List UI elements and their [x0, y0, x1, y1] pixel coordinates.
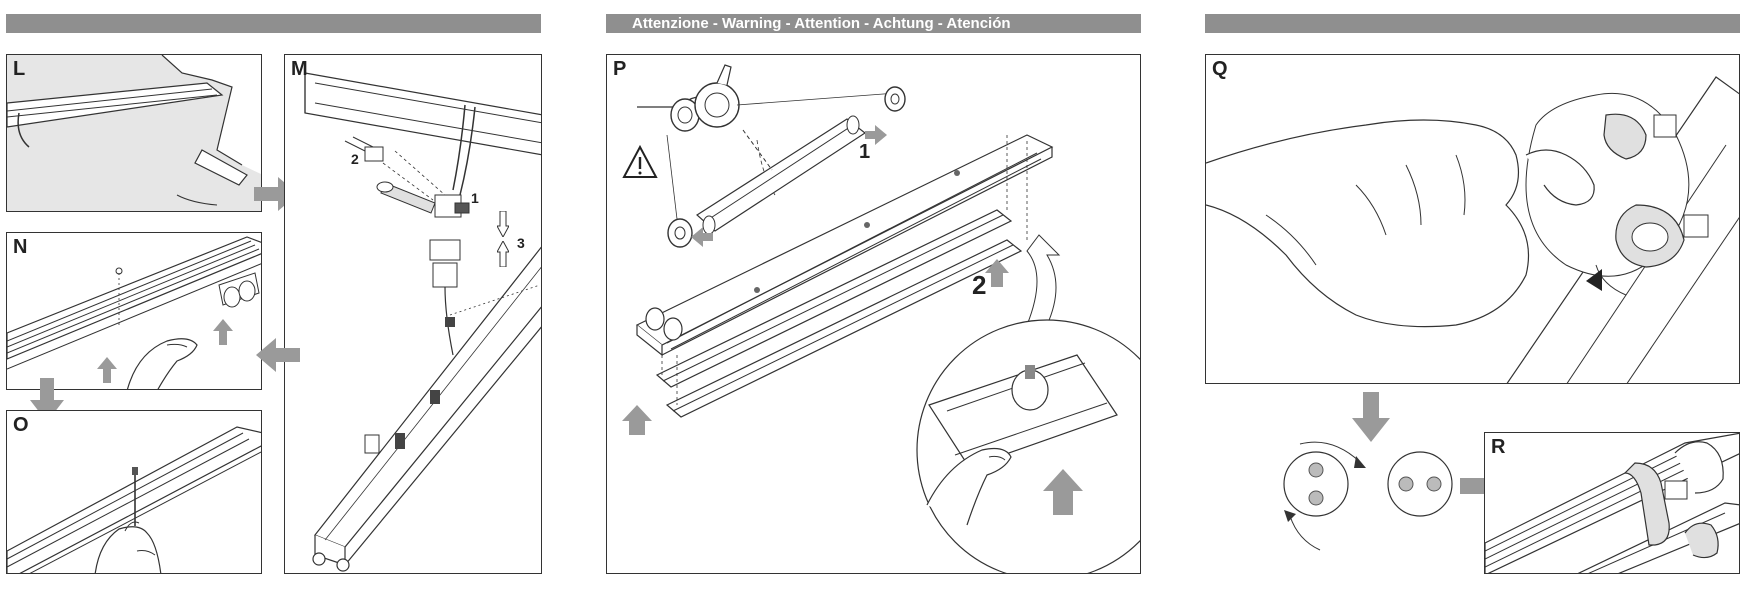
panel-q-illustration — [1206, 55, 1739, 383]
step-number-p-1: 1 — [859, 141, 871, 163]
step-number-p-2: 2 — [972, 270, 987, 300]
panel-p-illustration — [622, 55, 1140, 573]
panel-m-illustration — [285, 55, 541, 574]
panel-o-illustration — [7, 411, 261, 573]
panel-q: Q — [1205, 54, 1740, 384]
arrow-icon-m-to-n — [256, 338, 300, 372]
lamp-holder-end-icon — [1387, 451, 1453, 517]
step-number-m-2: 2 — [351, 151, 359, 167]
panel-label-o: O — [13, 414, 29, 436]
header-band-right — [1205, 14, 1740, 33]
panel-label-p: P — [613, 58, 627, 80]
panel-label-m: M — [291, 58, 308, 80]
panel-label-n: N — [13, 236, 28, 258]
panel-label-q: Q — [1212, 58, 1228, 80]
step-number-m-1: 1 — [471, 190, 479, 206]
arrow-icon-m-down — [497, 211, 509, 237]
step-number-m-3: 3 — [517, 235, 525, 251]
warning-heading: Attenzione - Warning - Attention - Achtu… — [632, 15, 1011, 32]
panel-l: L — [6, 54, 262, 212]
header-band-center: Attenzione - Warning - Attention - Achtu… — [606, 14, 1141, 33]
lamp-holder-start-icon — [1283, 451, 1349, 517]
arrow-icon-q-down — [1352, 392, 1390, 442]
panel-l-illustration — [7, 55, 261, 211]
panel-n: N — [6, 232, 262, 390]
panel-p: P — [606, 54, 1141, 574]
panel-o: O — [6, 410, 262, 574]
panel-n-illustration — [7, 233, 261, 389]
panel-label-r: R — [1491, 436, 1506, 458]
panel-label-l: L — [13, 58, 26, 80]
panel-m: M 2 1 3 — [284, 54, 542, 574]
panel-r-illustration — [1485, 433, 1739, 573]
rotation-diagram — [1283, 441, 1453, 551]
panel-r: R — [1484, 432, 1740, 574]
header-band-left — [6, 14, 541, 33]
arrow-icon-m-up — [497, 241, 509, 267]
